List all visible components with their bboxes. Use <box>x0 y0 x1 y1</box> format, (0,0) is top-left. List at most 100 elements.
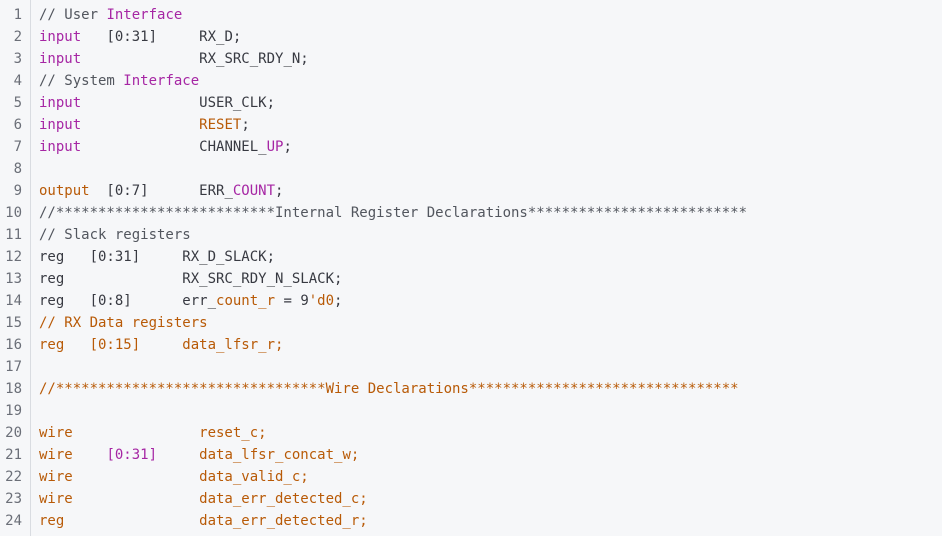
code-token-var: reg [0:15] data_lfsr_r; <box>39 337 284 353</box>
code-line: 19 <box>0 400 942 422</box>
line-number: 20 <box>5 425 22 441</box>
line-content: wire reset_c; <box>39 422 267 444</box>
line-content: input USER_CLK; <box>39 92 275 114</box>
code-token-comment: // System <box>39 73 124 89</box>
code-token-comment: // User <box>39 7 107 23</box>
code-token-plain: ; <box>241 117 250 133</box>
code-token-var: wire reset_c; <box>39 425 267 441</box>
code-line: 10 //**************************Internal R… <box>0 202 942 224</box>
code-token-plain: ; <box>275 183 284 199</box>
line-number: 6 <box>13 117 22 133</box>
code-token-plain: = 9 <box>275 293 309 309</box>
code-token-plain <box>81 117 199 133</box>
code-line: 23 wire data_err_detected_c; <box>0 488 942 510</box>
code-token-keyword: input <box>39 51 82 67</box>
code-line: 11 // Slack registers <box>0 224 942 246</box>
line-number: 14 <box>5 293 22 309</box>
code-line: 9 output [0:7] ERR_COUNT; <box>0 180 942 202</box>
line-number: 16 <box>5 337 22 353</box>
line-content: // RX Data registers <box>39 312 208 334</box>
line-content: //********************************Wire D… <box>39 378 739 400</box>
line-number: 2 <box>13 29 22 45</box>
code-token-var: // RX Data registers <box>39 315 208 331</box>
code-token-keyword: Interface <box>106 7 183 23</box>
code-line: 4// System Interface <box>0 70 942 92</box>
line-content: reg [0:31] RX_D_SLACK; <box>39 246 275 268</box>
code-token-keyword: Interface <box>123 73 200 89</box>
code-token-var: //********************************Wire D… <box>39 381 739 397</box>
code-token-keyword: UP <box>266 139 284 155</box>
code-line: 1 // User Interface <box>0 4 942 26</box>
line-number: 15 <box>5 315 22 331</box>
line-number: 23 <box>5 491 22 507</box>
code-token-plain: reg [0:31] RX_D_SLACK; <box>39 249 276 265</box>
line-content: // Slack registers <box>39 224 191 246</box>
code-token-plain: ; <box>283 139 292 155</box>
line-content: input RX_SRC_RDY_N; <box>39 48 309 70</box>
line-number: 10 <box>5 205 22 221</box>
line-content: wire data_valid_c; <box>39 466 309 488</box>
line-content: reg [0:15] data_lfsr_r; <box>39 334 283 356</box>
line-number: 18 <box>5 381 22 397</box>
code-line: 14 reg [0:8] err_count_r = 9'd0; <box>0 290 942 312</box>
code-token-plain: RX_SRC_RDY_N; <box>81 51 309 67</box>
line-content: // User Interface <box>39 4 182 26</box>
line-number: 17 <box>5 359 22 375</box>
code-token-var: wire data_err_detected_c; <box>39 491 368 507</box>
line-number: 1 <box>13 7 22 23</box>
code-token-keyword: input <box>39 95 82 111</box>
code-token-keyword: [0:31] <box>106 447 158 463</box>
line-content: reg data_err_detected_r; <box>39 510 368 532</box>
code-token-plain: [0:31] RX_D; <box>81 29 242 45</box>
line-content: input RESET; <box>39 114 250 136</box>
code-token-var: count_r <box>216 293 276 309</box>
code-token-var: data_lfsr_concat_w; <box>157 447 360 463</box>
code-token-keyword: input <box>39 139 82 155</box>
line-content: wire [0:31] data_lfsr_concat_w; <box>39 444 359 466</box>
code-token-var: wire data_valid_c; <box>39 469 309 485</box>
line-number: 12 <box>5 249 22 265</box>
code-line: 18 //********************************Wire… <box>0 378 942 400</box>
line-number: 22 <box>5 469 22 485</box>
line-number: 8 <box>13 161 22 177</box>
line-number: 9 <box>13 183 22 199</box>
line-number: 24 <box>5 513 22 529</box>
line-number: 13 <box>5 271 22 287</box>
line-number: 3 <box>13 51 22 67</box>
code-line: 5 input USER_CLK; <box>0 92 942 114</box>
line-content: reg [0:8] err_count_r = 9'd0; <box>39 290 342 312</box>
code-token-comment: //**************************Internal Reg… <box>39 205 748 221</box>
code-token-var: RESET <box>199 117 242 133</box>
code-token-var: wire <box>39 447 107 463</box>
code-line: 6 input RESET; <box>0 114 942 136</box>
line-number: 21 <box>5 447 22 463</box>
code-line: 3 input RX_SRC_RDY_N; <box>0 48 942 70</box>
code-line: 16 reg [0:15] data_lfsr_r; <box>0 334 942 356</box>
code-token-plain: reg [0:8] err_ <box>39 293 217 309</box>
line-content: output [0:7] ERR_COUNT; <box>39 180 283 202</box>
gutter-divider <box>30 0 31 536</box>
code-token-keyword: input <box>39 29 82 45</box>
code-token-keyword: input <box>39 117 82 133</box>
line-number: 5 <box>13 95 22 111</box>
code-line: 2 input [0:31] RX_D; <box>0 26 942 48</box>
code-line: 12 reg [0:31] RX_D_SLACK; <box>0 246 942 268</box>
code-token-plain: [0:7] ERR_ <box>89 183 233 199</box>
line-number: 11 <box>5 227 22 243</box>
line-number: 7 <box>13 139 22 155</box>
code-token-keyword: COUNT <box>232 183 276 199</box>
code-line: 7 input CHANNEL_UP; <box>0 136 942 158</box>
code-token-comment: // Slack registers <box>39 227 191 243</box>
code-line: 8 <box>0 158 942 180</box>
line-content: input [0:31] RX_D; <box>39 26 241 48</box>
line-content: wire data_err_detected_c; <box>39 488 368 510</box>
code-token-var: 'd0 <box>308 293 335 309</box>
line-content: // System Interface <box>39 70 199 92</box>
code-line: 21 wire [0:31] data_lfsr_concat_w; <box>0 444 942 466</box>
code-token-var: output <box>39 183 90 199</box>
code-token-plain: USER_CLK; <box>81 95 276 111</box>
code-line: 17 <box>0 356 942 378</box>
line-content: input CHANNEL_UP; <box>39 136 292 158</box>
